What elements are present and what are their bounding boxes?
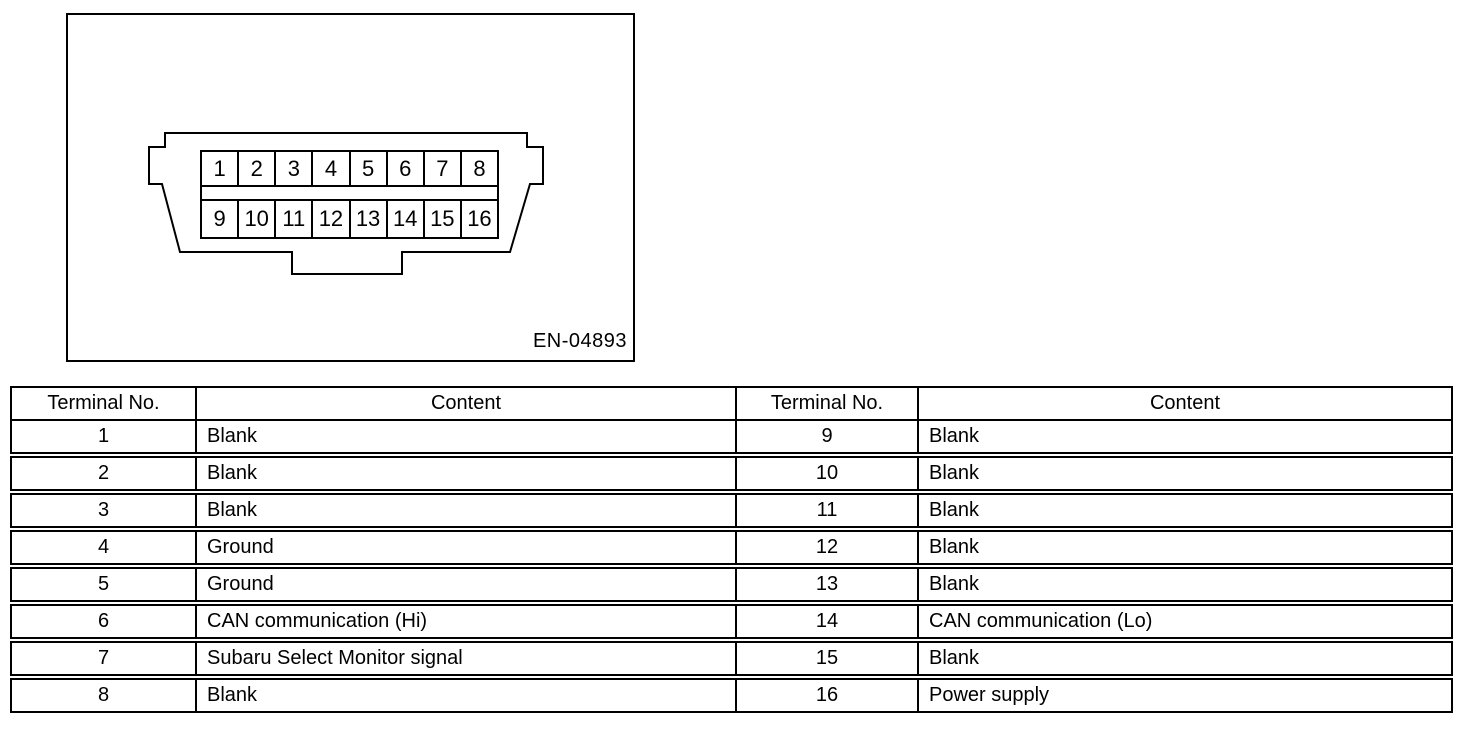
terminal-table: Terminal No. Content Terminal No. Conten… bbox=[10, 386, 1453, 713]
table-row: 7 Subaru Select Monitor signal 15 Blank bbox=[10, 641, 1453, 676]
terminal-number-cell: 15 bbox=[737, 643, 919, 674]
table-header-row: Terminal No. Content Terminal No. Conten… bbox=[10, 386, 1453, 421]
header-content-right: Content bbox=[1149, 392, 1221, 414]
terminal-number-cell: 1 bbox=[12, 421, 197, 452]
terminal-number-cell: 10 bbox=[737, 458, 919, 489]
pin-cell: 15 bbox=[425, 201, 462, 237]
terminal-number-cell: 8 bbox=[12, 680, 197, 711]
figure-label: EN-04893 bbox=[532, 330, 627, 352]
content-cell: Blank bbox=[929, 573, 980, 595]
content-cell: Blank bbox=[929, 536, 980, 558]
pin-cell: 13 bbox=[351, 201, 388, 237]
pin-cell: 3 bbox=[276, 152, 314, 185]
pin-cell: 11 bbox=[276, 201, 314, 237]
terminal-number-cell: 7 bbox=[12, 643, 197, 674]
header-content-left: Content bbox=[197, 388, 737, 419]
table-row: 2 Blank 10 Blank bbox=[10, 456, 1453, 491]
connector-figure-box: 1 2 3 4 5 6 7 8 9 10 11 12 13 14 15 16 E… bbox=[66, 13, 635, 362]
pin-cell: 8 bbox=[473, 155, 486, 181]
pin-cell: 10 bbox=[239, 201, 277, 237]
terminal-number-cell: 3 bbox=[12, 495, 197, 526]
terminal-number-cell: 2 bbox=[12, 458, 197, 489]
terminal-number-cell: 6 bbox=[12, 606, 197, 637]
table-row: 6 CAN communication (Hi) 14 CAN communic… bbox=[10, 604, 1453, 639]
terminal-number-cell: 13 bbox=[737, 569, 919, 600]
pin-cell: 2 bbox=[239, 152, 277, 185]
table-row: 3 Blank 11 Blank bbox=[10, 493, 1453, 528]
content-cell: Blank bbox=[929, 462, 980, 484]
content-cell: Blank bbox=[197, 495, 737, 526]
terminal-number-cell: 12 bbox=[737, 532, 919, 563]
pin-cell: 6 bbox=[388, 152, 425, 185]
pin-cell: 9 bbox=[202, 201, 240, 237]
table-row: 4 Ground 12 Blank bbox=[10, 530, 1453, 565]
content-cell: Blank bbox=[197, 680, 737, 711]
header-terminal-right: Terminal No. bbox=[737, 388, 919, 419]
terminal-number-cell: 16 bbox=[737, 680, 919, 711]
pin-grid: 1 2 3 4 5 6 7 8 9 10 11 12 13 14 15 16 bbox=[200, 150, 499, 239]
content-cell: CAN communication (Hi) bbox=[197, 606, 737, 637]
content-cell: CAN communication (Lo) bbox=[929, 610, 1153, 632]
content-cell: Blank bbox=[197, 458, 737, 489]
pin-cell: 5 bbox=[351, 152, 388, 185]
header-terminal-left: Terminal No. bbox=[12, 388, 197, 419]
terminal-number-cell: 11 bbox=[737, 495, 919, 526]
content-cell: Ground bbox=[197, 569, 737, 600]
pin-cell: 7 bbox=[425, 152, 462, 185]
content-cell: Ground bbox=[197, 532, 737, 563]
pin-row-bottom: 9 10 11 12 13 14 15 16 bbox=[202, 201, 497, 237]
pin-row-top: 1 2 3 4 5 6 7 8 bbox=[202, 152, 497, 187]
terminal-number-cell: 4 bbox=[12, 532, 197, 563]
terminal-number-cell: 14 bbox=[737, 606, 919, 637]
table-row: 5 Ground 13 Blank bbox=[10, 567, 1453, 602]
terminal-number-cell: 5 bbox=[12, 569, 197, 600]
pin-cell: 4 bbox=[313, 152, 351, 185]
pin-cell: 16 bbox=[467, 206, 492, 231]
pin-cell: 12 bbox=[313, 201, 351, 237]
pin-cell: 14 bbox=[388, 201, 425, 237]
content-cell: Blank bbox=[197, 421, 737, 452]
pin-row-divider bbox=[202, 187, 497, 201]
pin-cell: 1 bbox=[202, 152, 240, 185]
table-row: 1 Blank 9 Blank bbox=[10, 419, 1453, 454]
content-cell: Subaru Select Monitor signal bbox=[197, 643, 737, 674]
content-cell: Power supply bbox=[929, 684, 1050, 706]
content-cell: Blank bbox=[929, 647, 980, 669]
table-row: 8 Blank 16 Power supply bbox=[10, 678, 1453, 713]
content-cell: Blank bbox=[929, 425, 980, 447]
terminal-number-cell: 9 bbox=[737, 421, 919, 452]
content-cell: Blank bbox=[929, 499, 980, 521]
connector-outline bbox=[148, 132, 544, 275]
